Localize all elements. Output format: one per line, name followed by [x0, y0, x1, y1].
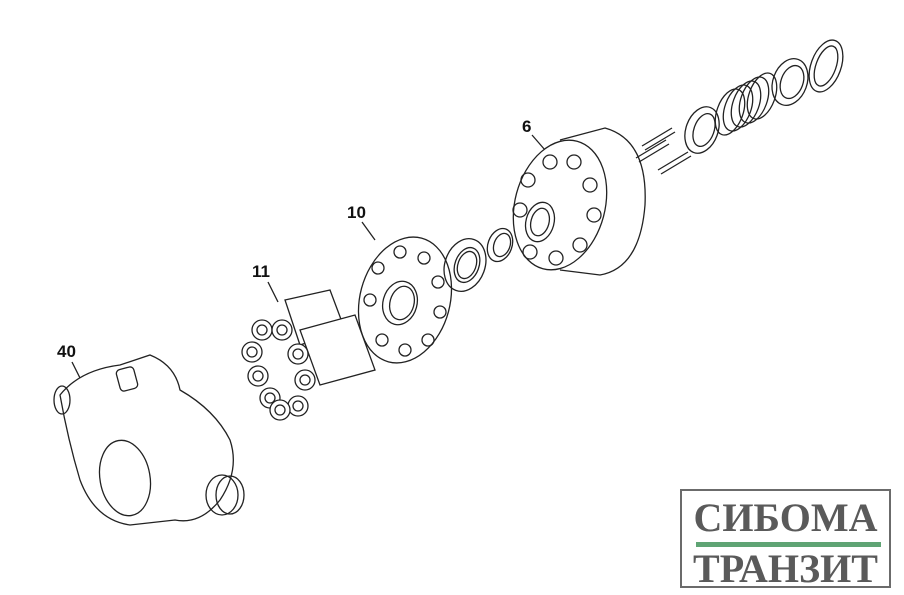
spring: [714, 72, 778, 136]
callout-10: 10: [347, 203, 366, 222]
logo-divider: [696, 542, 881, 547]
pistons: [241, 289, 376, 421]
housing: [53, 354, 245, 526]
callout-40: 40: [57, 342, 76, 361]
callout-6: 6: [522, 117, 532, 136]
pins: [635, 127, 692, 175]
valve-plate: [357, 236, 453, 364]
company-logo: СИБОМА ТРАНЗИТ: [680, 489, 891, 591]
washer-inner: [684, 106, 720, 154]
logo-line1: СИБОМА: [693, 495, 878, 540]
cylinder-block: [512, 127, 646, 276]
retaining-ring: [808, 39, 844, 93]
snap-ring: [486, 227, 514, 263]
logo-line2: ТРАНЗИТ: [693, 546, 878, 591]
needle-bearing: [443, 238, 487, 292]
callout-11: 11: [252, 262, 270, 281]
leader-lines: [71, 134, 546, 379]
